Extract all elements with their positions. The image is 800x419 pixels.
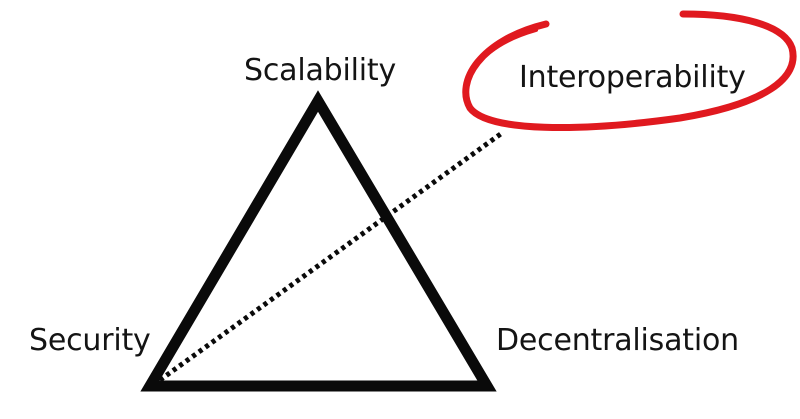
- security-label: Security: [29, 323, 151, 358]
- scalability-label: Scalability: [244, 53, 397, 88]
- dotted-connector-line: [158, 130, 504, 383]
- decentralisation-label: Decentralisation: [496, 323, 739, 358]
- trilemma-triangle: [140, 90, 497, 392]
- interoperability-label: Interoperability: [519, 60, 746, 95]
- highlight-circle: [462, 10, 797, 131]
